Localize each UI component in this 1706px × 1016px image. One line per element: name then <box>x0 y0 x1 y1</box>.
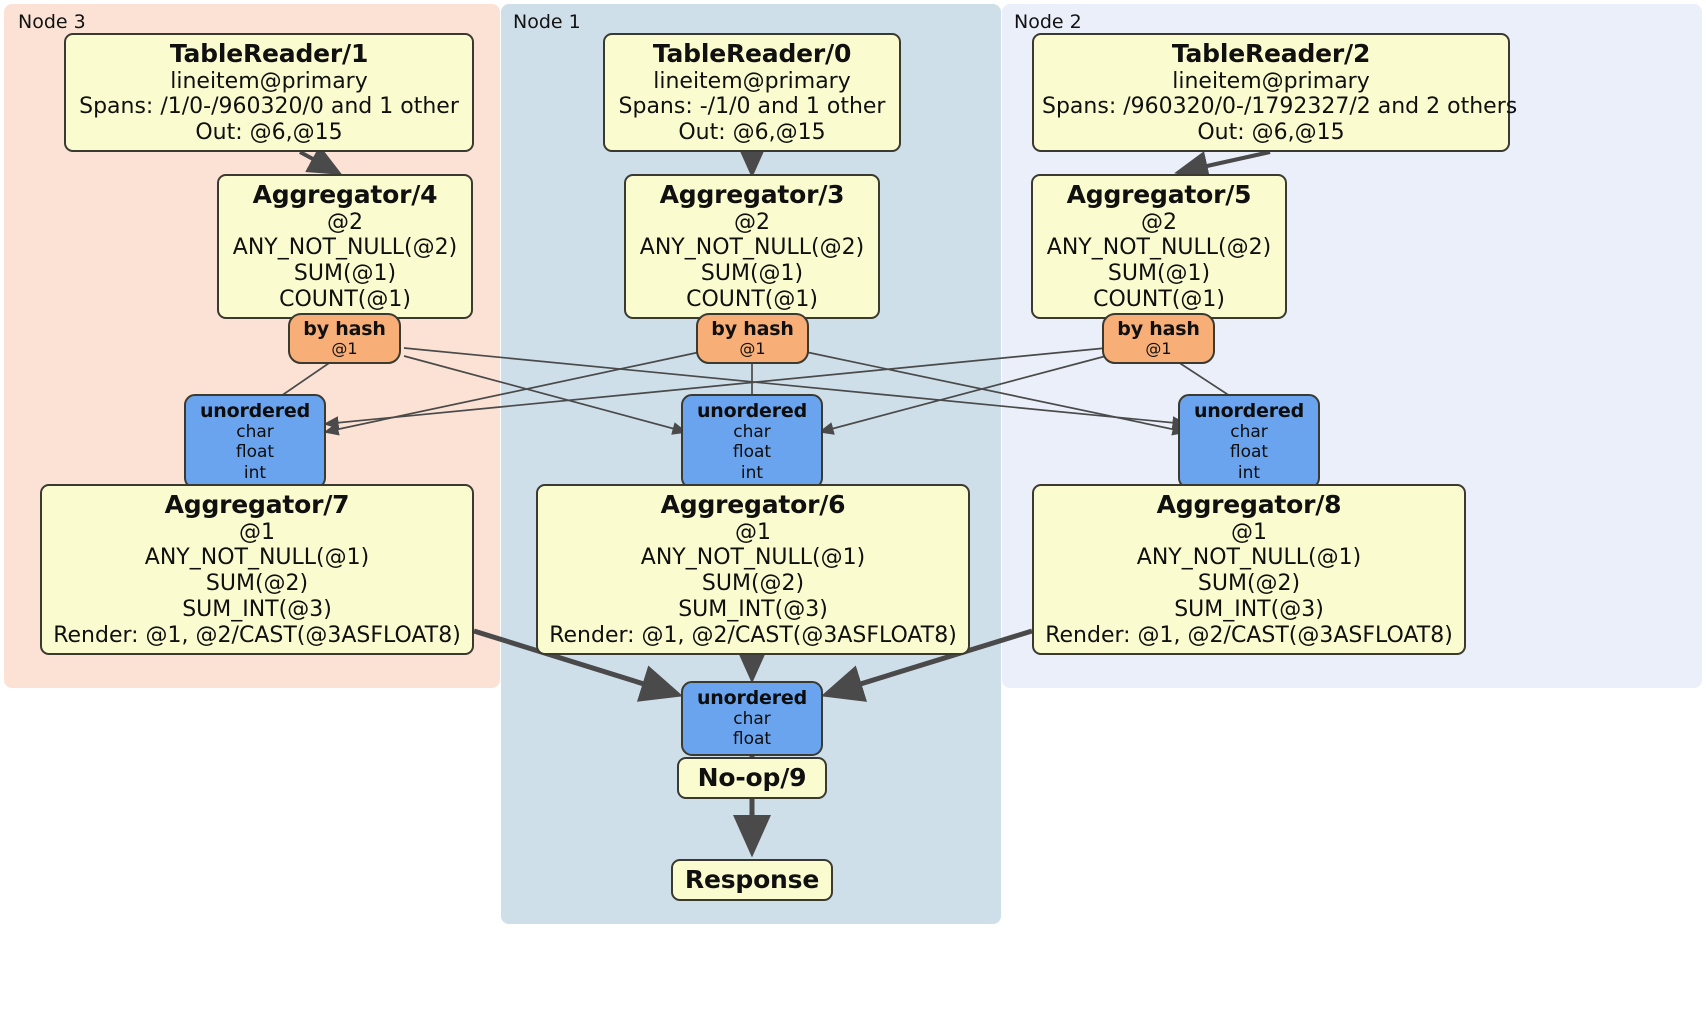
box-line: float <box>732 729 772 750</box>
box-title: unordered <box>696 687 808 709</box>
box-line: SUM_INT(@3) <box>182 597 332 623</box>
box-line: SUM_INT(@3) <box>678 597 828 623</box>
box-title: unordered <box>1193 400 1305 422</box>
box-line: SUM(@1) <box>293 261 397 287</box>
processor-aggregator-6[interactable]: Aggregator/6 @1 ANY_NOT_NULL(@1) SUM(@2)… <box>536 484 970 656</box>
box-title: Aggregator/4 <box>252 180 438 209</box>
box-line: char <box>1230 422 1268 443</box>
box-line: ANY_NOT_NULL(@2) <box>232 235 458 261</box>
processor-aggregator-8[interactable]: Aggregator/8 @1 ANY_NOT_NULL(@1) SUM(@2)… <box>1032 484 1466 656</box>
box-line: ANY_NOT_NULL(@2) <box>1046 235 1272 261</box>
box-line: @1 <box>1231 519 1267 545</box>
box-title: unordered <box>696 400 808 422</box>
box-line: float <box>1229 442 1269 463</box>
box-line: Out: @6,@15 <box>678 120 826 146</box>
box-line: Out: @6,@15 <box>195 120 343 146</box>
box-title: Aggregator/8 <box>1156 490 1342 519</box>
box-line: char <box>733 709 771 730</box>
box-title: by hash <box>303 318 386 340</box>
synchronizer-unordered-left[interactable]: unordered char float int <box>184 394 326 489</box>
box-line: Render: @1, @2/CAST(@3ASFLOAT8) <box>1045 623 1453 649</box>
box-line: SUM(@1) <box>700 261 804 287</box>
box-title: Aggregator/5 <box>1066 180 1252 209</box>
box-title: Aggregator/7 <box>164 490 350 519</box>
box-line: @2 <box>1141 209 1177 235</box>
box-line: SUM(@1) <box>1107 261 1211 287</box>
processor-aggregator-3[interactable]: Aggregator/3 @2 ANY_NOT_NULL(@2) SUM(@1)… <box>624 174 880 320</box>
box-title: No-op/9 <box>697 763 807 792</box>
box-line: Render: @1, @2/CAST(@3ASFLOAT8) <box>549 623 957 649</box>
box-line: ANY_NOT_NULL(@1) <box>144 545 370 571</box>
router-by-hash-right[interactable]: by hash @1 <box>1102 313 1215 365</box>
synchronizer-unordered-right[interactable]: unordered char float int <box>1178 394 1320 489</box>
processor-aggregator-4[interactable]: Aggregator/4 @2 ANY_NOT_NULL(@2) SUM(@1)… <box>217 174 473 320</box>
box-line: Render: @1, @2/CAST(@3ASFLOAT8) <box>53 623 461 649</box>
box-line: int <box>243 462 267 483</box>
box-title: Aggregator/6 <box>660 490 846 519</box>
box-line: ANY_NOT_NULL(@2) <box>639 235 865 261</box>
panel-label-node-1: Node 1 <box>513 11 581 33</box>
box-line: COUNT(@1) <box>1093 287 1225 313</box>
router-by-hash-left[interactable]: by hash @1 <box>288 313 401 365</box>
box-line: @1 <box>735 519 771 545</box>
box-line: char <box>236 422 274 443</box>
processor-aggregator-5[interactable]: Aggregator/5 @2 ANY_NOT_NULL(@2) SUM(@1)… <box>1031 174 1287 320</box>
box-title: TableReader/1 <box>169 39 369 68</box>
box-line: lineitem@primary <box>653 68 851 94</box>
box-line: char <box>733 422 771 443</box>
box-line: Out: @6,@15 <box>1197 120 1345 146</box>
box-title: TableReader/0 <box>652 39 852 68</box>
box-title: by hash <box>711 318 794 340</box>
box-title: Aggregator/3 <box>659 180 845 209</box>
panel-label-node-3: Node 3 <box>18 11 86 33</box>
processor-table-reader-2[interactable]: TableReader/2 lineitem@primary Spans: /9… <box>1032 33 1518 153</box>
panel-label-node-2: Node 2 <box>1014 11 1082 33</box>
box-line: lineitem@primary <box>170 68 368 94</box>
router-by-hash-center[interactable]: by hash @1 <box>696 313 809 365</box>
box-line: Spans: -/1/0 and 1 other <box>618 94 886 120</box>
box-line: Spans: /1/0-/960320/0 and 1 other <box>79 94 459 120</box>
box-title: by hash <box>1117 318 1200 340</box>
processor-response[interactable]: Response <box>671 859 833 901</box>
box-line: COUNT(@1) <box>686 287 818 313</box>
box-line: Spans: /960320/0-/1792327/2 and 2 others <box>1042 94 1518 120</box>
box-line: @2 <box>327 209 363 235</box>
box-title: Response <box>684 865 820 894</box>
box-line: @1 <box>331 339 358 359</box>
box-line: SUM(@2) <box>205 571 309 597</box>
box-line: float <box>732 442 772 463</box>
box-line: @1 <box>1145 339 1172 359</box>
processor-table-reader-0[interactable]: TableReader/0 lineitem@primary Spans: -/… <box>603 33 901 153</box>
processor-aggregator-7[interactable]: Aggregator/7 @1 ANY_NOT_NULL(@1) SUM(@2)… <box>40 484 474 656</box>
box-line: @2 <box>734 209 770 235</box>
box-line: @1 <box>739 339 766 359</box>
synchronizer-unordered-center[interactable]: unordered char float int <box>681 394 823 489</box>
box-line: SUM(@2) <box>701 571 805 597</box>
box-title: unordered <box>199 400 311 422</box>
box-line: int <box>1237 462 1261 483</box>
synchronizer-unordered-final[interactable]: unordered char float <box>681 681 823 756</box>
box-line: @1 <box>239 519 275 545</box>
processor-table-reader-1[interactable]: TableReader/1 lineitem@primary Spans: /1… <box>64 33 474 153</box>
box-line: SUM(@2) <box>1197 571 1301 597</box>
box-title: TableReader/2 <box>1171 39 1371 68</box>
box-line: lineitem@primary <box>1172 68 1370 94</box>
box-line: int <box>740 462 764 483</box>
box-line: SUM_INT(@3) <box>1174 597 1324 623</box>
box-line: COUNT(@1) <box>279 287 411 313</box>
box-line: float <box>235 442 275 463</box>
processor-no-op-9[interactable]: No-op/9 <box>677 757 827 799</box>
box-line: ANY_NOT_NULL(@1) <box>640 545 866 571</box>
box-line: ANY_NOT_NULL(@1) <box>1136 545 1362 571</box>
